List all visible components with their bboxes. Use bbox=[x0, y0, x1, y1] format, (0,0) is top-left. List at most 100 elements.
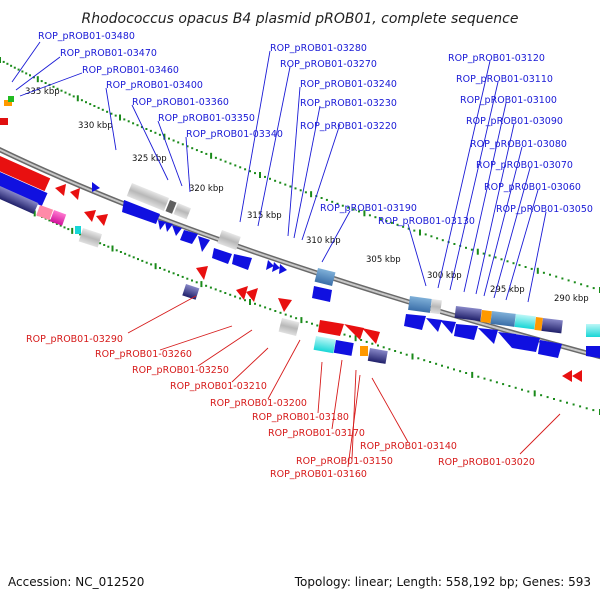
tick-dot bbox=[453, 368, 455, 371]
gene-block bbox=[173, 202, 191, 220]
tick-dot bbox=[274, 310, 277, 312]
tick-dot bbox=[106, 110, 109, 113]
tick-dot bbox=[555, 275, 558, 278]
gene-block bbox=[313, 335, 336, 354]
tick-dot bbox=[67, 228, 70, 231]
gene-arrow bbox=[96, 214, 108, 226]
tick-dot bbox=[336, 202, 339, 205]
gene-arrow bbox=[272, 262, 280, 272]
tick-dot bbox=[382, 346, 385, 349]
tick-dot bbox=[365, 340, 368, 343]
tick-dot bbox=[465, 246, 467, 249]
tick-dot bbox=[123, 118, 126, 121]
tick-dot bbox=[502, 383, 505, 386]
tick-dot bbox=[21, 70, 24, 73]
tick-dot bbox=[530, 267, 533, 270]
tick-dot bbox=[465, 372, 468, 374]
reverse-gene-labels: ROP_pROB01-03290 ROP_pROB01-03260 ROP_pR… bbox=[26, 334, 535, 480]
tick-dot bbox=[471, 371, 474, 378]
gene-arrow bbox=[198, 236, 210, 252]
tick-dot bbox=[316, 324, 319, 327]
gene-block bbox=[408, 295, 432, 313]
forward-gene-label: ROP_pROB01-03270 bbox=[280, 59, 377, 70]
tick-dot bbox=[358, 210, 360, 213]
tick-dot bbox=[249, 170, 251, 173]
tick-dot bbox=[572, 403, 575, 406]
tick-dot bbox=[506, 260, 509, 263]
gene-arrow bbox=[236, 286, 248, 300]
gene-arrow bbox=[246, 288, 258, 302]
gene-arrow bbox=[92, 182, 100, 192]
gene-block bbox=[314, 268, 336, 286]
forward-gene-label: ROP_pROB01-03130 bbox=[378, 216, 475, 227]
gene-block bbox=[8, 96, 14, 102]
tick-dot bbox=[140, 126, 143, 129]
tick-dot bbox=[289, 315, 292, 318]
forward-gene-label: ROP_pROB01-03060 bbox=[484, 182, 581, 193]
tick-dot bbox=[394, 350, 397, 352]
tick-dot bbox=[436, 237, 439, 240]
tick-dot bbox=[320, 197, 323, 199]
gene-arrow bbox=[180, 230, 198, 244]
reverse-gene-label: ROP_pROB01-03200 bbox=[210, 398, 307, 409]
tick-dot bbox=[210, 152, 213, 159]
gene-arrow bbox=[196, 266, 208, 280]
tick-dot bbox=[567, 279, 570, 282]
tick-dot bbox=[48, 219, 51, 222]
tick-dot bbox=[388, 348, 391, 351]
kbp-axis: 335 kbp 330 kbp 325 kbp 320 kbp 315 kbp … bbox=[25, 87, 589, 304]
reverse-gene-label: ROP_pROB01-03150 bbox=[296, 456, 393, 467]
gene-block bbox=[480, 310, 492, 324]
tick-dot bbox=[352, 208, 355, 211]
gene-block bbox=[78, 228, 103, 248]
tick-dot bbox=[60, 89, 63, 92]
gene-arrow bbox=[312, 286, 332, 302]
tick-dot bbox=[371, 342, 374, 345]
kbp-label: 315 kbp bbox=[247, 211, 282, 221]
tick-dot bbox=[191, 147, 194, 150]
tick-dot bbox=[244, 299, 246, 302]
gene-block bbox=[333, 340, 354, 356]
tick-dot bbox=[305, 320, 308, 323]
tick-dot bbox=[239, 297, 242, 300]
tick-dot bbox=[279, 181, 282, 184]
gene-arrow bbox=[318, 320, 344, 336]
tick-dot bbox=[205, 284, 208, 287]
tick-dot bbox=[368, 214, 371, 217]
gene-block bbox=[278, 318, 300, 336]
map-title: Rhodococcus opacus B4 plasmid pROB01, co… bbox=[82, 11, 519, 27]
tick-dot bbox=[405, 353, 408, 356]
tick-dot bbox=[195, 281, 198, 284]
tick-dot bbox=[360, 339, 363, 341]
tick-dot bbox=[209, 286, 212, 289]
tick-dot bbox=[132, 122, 135, 125]
kbp-label: 325 kbp bbox=[132, 154, 167, 164]
gene-block bbox=[0, 156, 51, 192]
tick-dot bbox=[200, 281, 203, 288]
forward-gene-label: ROP_pROB01-03190 bbox=[320, 203, 417, 214]
forward-gene-labels: ROP_pROB01-03480 ROP_pROB01-03470 ROP_pR… bbox=[38, 31, 593, 227]
tick-dot bbox=[488, 254, 491, 257]
tick-dot bbox=[524, 266, 527, 268]
tick-dot bbox=[483, 377, 486, 380]
tick-dot bbox=[331, 200, 334, 203]
tick-dot bbox=[71, 227, 74, 234]
tick-dot bbox=[423, 359, 426, 362]
tick-dot bbox=[52, 85, 55, 88]
tick-dot bbox=[413, 229, 416, 232]
tick-dot bbox=[97, 106, 100, 109]
gene-arrow bbox=[478, 328, 498, 344]
tick-dot bbox=[154, 131, 157, 134]
tick-dot bbox=[59, 224, 62, 227]
forward-gene-label: ROP_pROB01-03220 bbox=[300, 121, 397, 132]
tick-dot bbox=[417, 357, 420, 360]
kbp-label: 305 kbp bbox=[366, 255, 401, 265]
tick-dot bbox=[435, 362, 438, 365]
tick-dot bbox=[154, 263, 157, 270]
tick-dot bbox=[536, 267, 539, 274]
tick-dot bbox=[341, 204, 344, 207]
forward-gene-label: ROP_pROB01-03110 bbox=[456, 74, 553, 85]
tick-dot bbox=[289, 185, 292, 188]
tick-dot bbox=[512, 262, 515, 265]
